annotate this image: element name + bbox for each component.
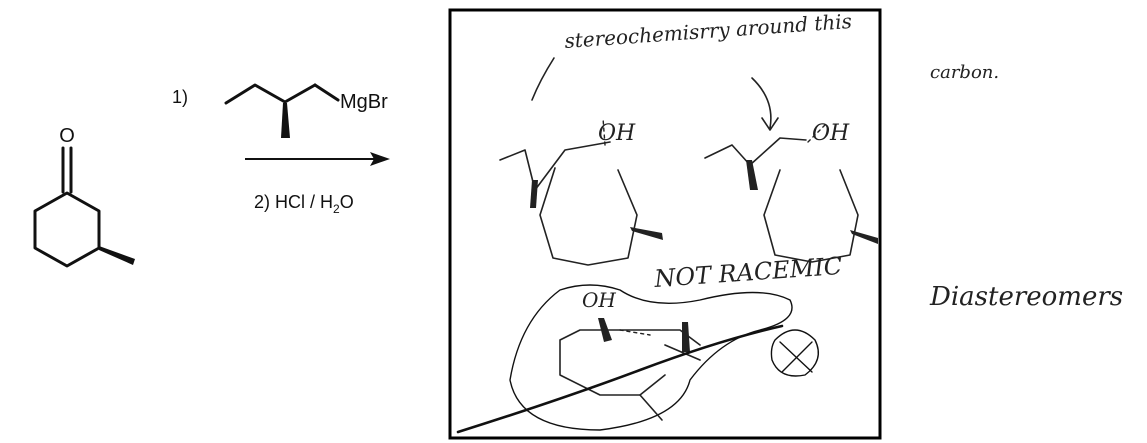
stereo-note-arrow-right [751,77,779,131]
crossed-hydroxyl: OH [582,288,616,312]
reaction-arrowhead [370,152,390,166]
product-a-chain [499,141,611,191]
product-a-wedge [530,180,538,208]
product-a-oh-bond [602,117,606,146]
carbonyl-oxygen-label: O [59,125,75,147]
crossed-methyl [639,394,663,421]
product-b-methyl-wedge [850,230,878,244]
stereo-note: stereochemisrry around this carbon. [531,9,999,131]
product-b-hydroxyl: OH [812,121,850,146]
product-b-chain [704,137,807,166]
crossed-structure-ring [559,329,701,396]
stereo-note-line2: carbon. [930,62,999,83]
product-a-ring [539,167,638,266]
step1-label: 1) [172,87,188,107]
products-box [448,8,882,440]
product-a-hydroxyl: OH [598,121,636,146]
starting-ketone: O [33,125,135,268]
not-racemic-note: NOT RACEMIC [652,252,843,293]
product-b: OH [704,121,878,263]
grignard-bond-mg [313,83,340,102]
grignard-methyl-wedge [281,103,290,138]
crossed-wedge-2 [682,322,690,352]
methyl-wedge [99,246,135,265]
grignard-mgbr-label: MgBr [340,91,388,113]
crossed-structure: OH [456,284,819,434]
product-b-wedge [746,160,758,190]
product-a-methyl-wedge [630,227,663,240]
product-a: OH [499,117,663,266]
diastereomers-note: Diastereomers [929,282,1123,312]
crossed-wedge-1 [598,318,612,342]
stereo-note-arrow-left [531,57,555,101]
reagents: 1) MgBr 2) HCl / H2O [172,83,390,216]
grignard-chain [224,83,317,105]
crossed-out-circle [770,329,819,377]
product-b-ring [763,169,859,263]
stereo-note-line1: stereochemisrry around this [564,9,853,53]
cyclohexane-ring [33,191,101,268]
crossed-dash-bond [619,329,651,336]
strike-through-line [456,324,784,434]
step2-label: 2) HCl / H2O [254,192,354,216]
